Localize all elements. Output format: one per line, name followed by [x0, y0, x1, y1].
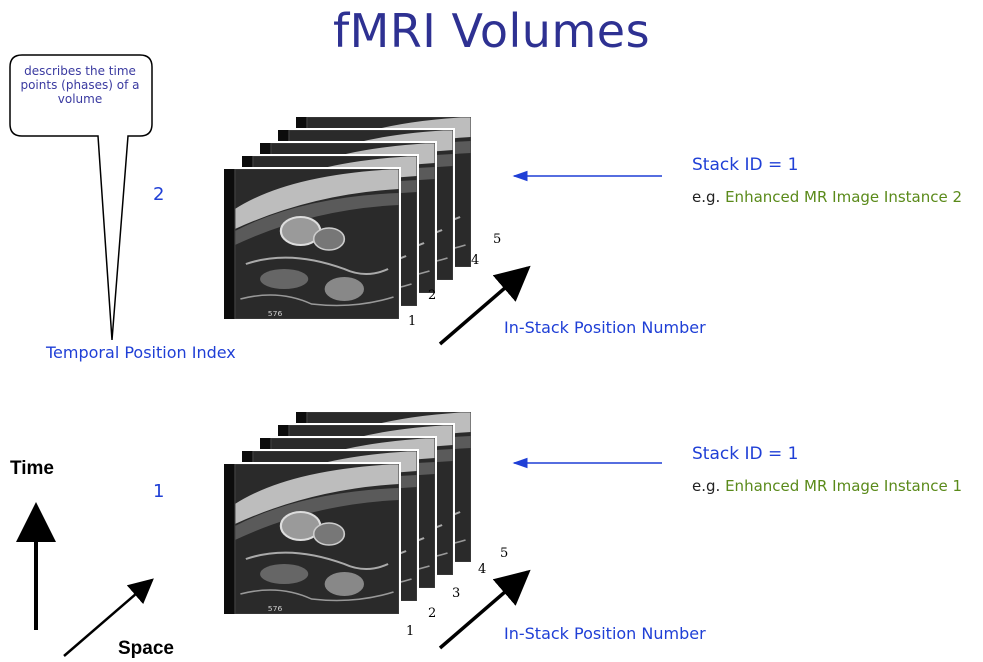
slice-number: 2 — [428, 606, 437, 621]
slice-number: 4 — [471, 253, 480, 268]
page-title: fMRI Volumes — [332, 4, 651, 58]
upper-stack-id: Stack ID = 1 — [692, 155, 799, 175]
slice-number: 3 — [452, 586, 461, 601]
slice-number: 1 — [406, 624, 415, 639]
upper-stack-arrow — [438, 265, 531, 346]
slice-number: 5 — [493, 232, 502, 247]
lower-stack-arrow — [438, 569, 531, 650]
upper-position-label: In-Stack Position Number — [504, 318, 706, 337]
upper-example: e.g. Enhanced MR Image Instance 2 — [692, 188, 962, 206]
upper-index: 2 — [153, 184, 165, 205]
slice-number: 2 — [428, 288, 437, 303]
slice-number: 5 — [500, 546, 509, 561]
time-axis-label: Time — [10, 458, 55, 479]
mri-frame: 576 — [222, 462, 401, 616]
slice-number: 1 — [408, 314, 417, 329]
space-axis-label: Space — [118, 638, 174, 659]
lower-stack-id: Stack ID = 1 — [692, 444, 799, 464]
lower-position-label: In-Stack Position Number — [504, 624, 706, 643]
svg-text:576: 576 — [268, 604, 283, 613]
lower-index: 1 — [153, 481, 165, 502]
temporal-position-label: Temporal Position Index — [46, 343, 236, 362]
svg-text:576: 576 — [268, 309, 283, 318]
callout-text: describes the time points (phases) of a … — [20, 64, 140, 106]
lower-instance-name: Enhanced MR Image Instance 1 — [725, 477, 963, 495]
upper-eg-prefix: e.g. — [692, 188, 721, 206]
lower-example: e.g. Enhanced MR Image Instance 1 — [692, 477, 962, 495]
callout-bubble — [9, 54, 153, 341]
lower-eg-prefix: e.g. — [692, 477, 721, 495]
slice-number: 4 — [478, 562, 487, 577]
space-axis-arrow — [63, 578, 154, 657]
mri-frame: 576 — [222, 167, 401, 321]
upper-instance-name: Enhanced MR Image Instance 2 — [725, 188, 963, 206]
